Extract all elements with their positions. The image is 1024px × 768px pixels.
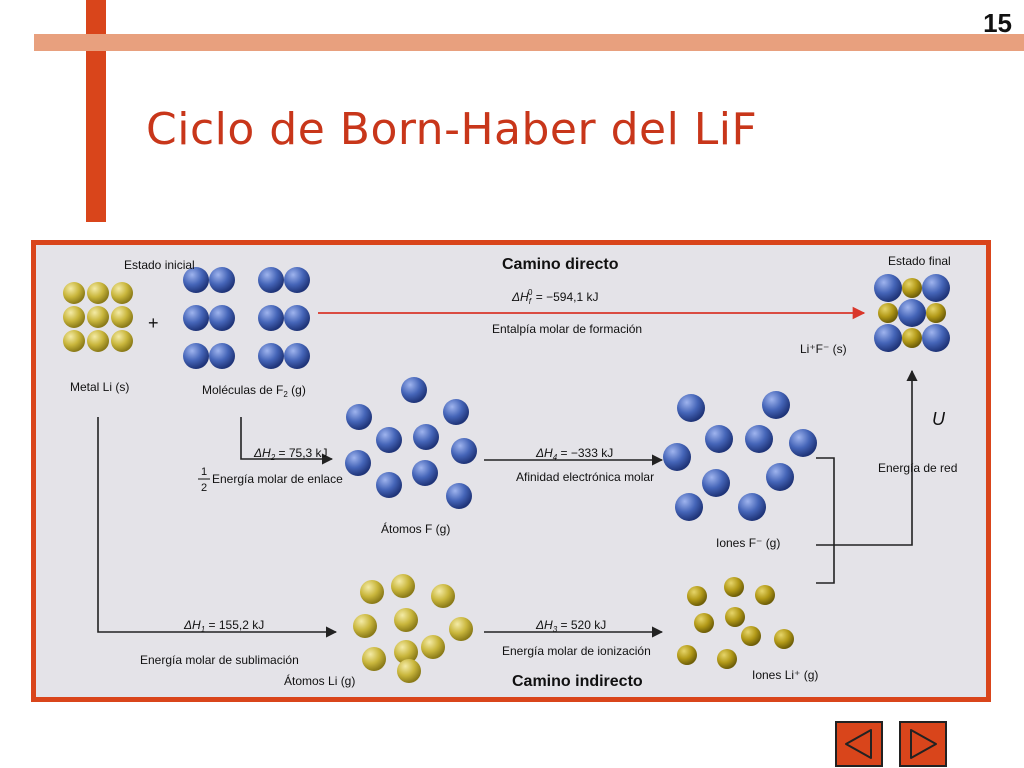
li-metal-lattice	[63, 282, 133, 352]
f2-molecules-label: Moléculas de F2 (g)	[202, 383, 306, 399]
dh2-equation: ΔH2 = 75,3 kJ	[253, 446, 328, 462]
final-state-label: Estado final	[888, 254, 951, 268]
dhf-description: Entalpía molar de formación	[492, 322, 642, 336]
dhf-superscript: 0	[528, 288, 533, 297]
born-haber-diagram: Estado inicial + Camino directo Estado f…	[31, 240, 991, 702]
dh3-symbol: ΔH	[535, 618, 553, 632]
dh1-subscript: 1	[201, 625, 205, 634]
lif-label: Li⁺F⁻ (s)	[800, 342, 847, 356]
lattice-energy-label: Energía de red	[878, 461, 957, 475]
sublimation-label: Energía molar de sublimación	[140, 653, 299, 667]
f2-molecules	[183, 267, 310, 369]
plus-sign: +	[148, 313, 159, 333]
bond-energy-label: Energía molar de enlace	[212, 472, 343, 486]
dh2-subscript: 2	[270, 453, 276, 462]
f-ions-bracket	[816, 457, 835, 546]
direct-path-header: Camino directo	[502, 256, 619, 273]
previous-slide-button[interactable]	[835, 721, 883, 767]
dh4-subscript: 4	[553, 453, 558, 462]
diagram-canvas: Estado inicial + Camino directo Estado f…	[63, 254, 957, 690]
dh3-subscript: 3	[553, 625, 558, 634]
accent-horizontal-bar	[34, 34, 1024, 51]
f-ions-label: Iones F⁻ (g)	[716, 536, 780, 550]
dh1-equation: ΔH1 = 155,2 kJ	[183, 618, 264, 634]
electron-affinity-label: Afinidad electrónica molar	[516, 470, 654, 484]
dh2-fraction-denominator: 2	[201, 482, 207, 494]
dh4-equation: ΔH4 = −333 kJ	[535, 446, 613, 462]
dh1-value: = 155,2 kJ	[205, 618, 264, 632]
dh2-fraction-numerator: 1	[201, 466, 207, 478]
li-ions-cluster	[677, 577, 794, 669]
lattice-energy-arrow	[816, 369, 918, 584]
f-ions-cluster	[663, 391, 817, 521]
lattice-symbol: U	[932, 409, 946, 429]
accent-vertical-bar	[86, 0, 106, 222]
dh4-symbol: ΔH	[535, 446, 553, 460]
f-atoms-label: Átomos F (g)	[381, 521, 450, 536]
dhf-subscript: f	[529, 297, 532, 306]
f-atoms-cluster	[345, 377, 477, 509]
f2-label-text: Moléculas de F	[202, 383, 283, 397]
dhf-symbol: ΔH	[511, 290, 529, 304]
initial-state-label: Estado inicial	[124, 258, 195, 272]
triangle-left-icon	[845, 729, 872, 759]
dh3-equation: ΔH3 = 520 kJ	[535, 618, 606, 634]
page-number: 15	[983, 8, 1012, 38]
f2-label-suffix: (g)	[288, 383, 306, 397]
dhf-value: = −594,1 kJ	[532, 290, 598, 304]
lif-crystal	[874, 274, 950, 352]
sublimation-arrow	[97, 417, 338, 638]
triangle-right-icon	[910, 729, 937, 759]
dh2-value: = 75,3 kJ	[275, 446, 327, 460]
slide-title: Ciclo de Born-Haber del LiF	[146, 104, 758, 155]
bond-energy-arrow	[240, 417, 334, 465]
dh4-value: = −333 kJ	[557, 446, 613, 460]
li-ions-label: Iones Li⁺ (g)	[752, 668, 818, 682]
next-slide-button[interactable]	[899, 721, 947, 767]
ionization-label: Energía molar de ionización	[502, 644, 651, 658]
metal-li-label: Metal Li (s)	[70, 380, 129, 394]
dh3-value: = 520 kJ	[557, 618, 606, 632]
dhf-equation: ΔHf0 = −594,1 kJ	[511, 288, 598, 306]
indirect-path-header: Camino indirecto	[512, 673, 643, 690]
li-atoms-label: Átomos Li (g)	[284, 673, 355, 688]
li-atoms-cluster	[353, 574, 473, 683]
dh2-symbol: ΔH	[253, 446, 271, 460]
f2-label-subscript: 2	[283, 390, 288, 399]
dh1-symbol: ΔH	[183, 618, 201, 632]
